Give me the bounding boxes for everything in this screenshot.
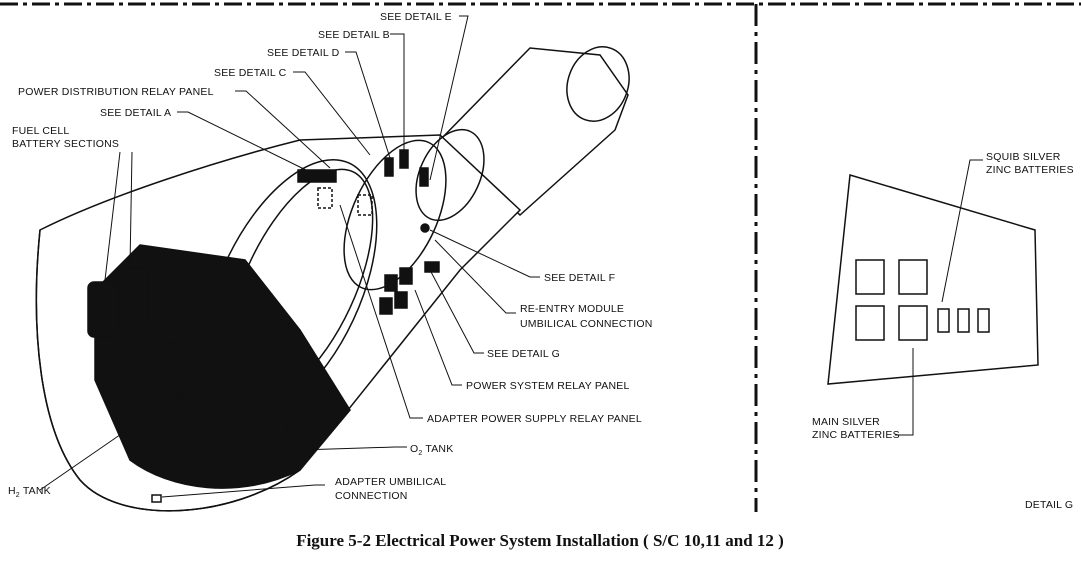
label-fuel-cell-line1: FUEL CELL bbox=[12, 125, 69, 137]
leader-fuel-cell-2 bbox=[129, 151, 133, 267]
reentry-nose bbox=[438, 47, 629, 217]
nose-end-ring bbox=[566, 46, 630, 122]
leader-fuel-cell-1 bbox=[104, 151, 121, 281]
label-see-detail-d: SEE DETAIL D bbox=[267, 47, 340, 59]
power-system-relay-3 bbox=[379, 297, 393, 315]
label-see-detail-a: SEE DETAIL A bbox=[100, 107, 171, 119]
leader-squib-batteries bbox=[941, 159, 983, 303]
spacecraft-drawing bbox=[35, 46, 630, 512]
leader-adapter-power-supply bbox=[339, 204, 423, 419]
detail-g-box bbox=[424, 261, 440, 273]
fuel-cell-section-2 bbox=[117, 267, 149, 329]
label-adapter-power-supply-relay-panel: ADAPTER POWER SUPPLY RELAY PANEL bbox=[427, 413, 642, 425]
adapter-ring-4 bbox=[415, 128, 485, 222]
leader-detail-b bbox=[390, 33, 405, 150]
adapter-umbilical-box bbox=[151, 494, 162, 503]
adapter-base bbox=[35, 229, 301, 512]
power-system-relay-1 bbox=[384, 274, 398, 292]
power-system-relay-4 bbox=[394, 291, 408, 309]
label-o2-tank: O2 TANK bbox=[410, 443, 453, 457]
label-see-detail-e: SEE DETAIL E bbox=[380, 11, 452, 23]
detail-g-leaders bbox=[895, 159, 983, 436]
label-squib-line1: SQUIB SILVER bbox=[986, 151, 1061, 163]
leader-power-distribution bbox=[235, 90, 331, 169]
adapter-ring-3 bbox=[343, 139, 447, 291]
label-fuel-cell-line2: BATTERY SECTIONS bbox=[12, 138, 119, 150]
label-adapter-umbilical-line1: ADAPTER UMBILICAL bbox=[335, 476, 446, 488]
fuel-cell-section-1 bbox=[87, 281, 119, 338]
leader-detail-f bbox=[429, 229, 540, 278]
squib-battery-1 bbox=[937, 308, 950, 333]
leader-detail-g bbox=[429, 269, 484, 354]
leader-main-batteries bbox=[895, 348, 914, 436]
leader-detail-a bbox=[177, 111, 311, 173]
leader-lines bbox=[39, 15, 540, 498]
label-see-detail-c: SEE DETAIL C bbox=[214, 67, 287, 79]
leader-o2-tank bbox=[299, 446, 407, 451]
main-battery-4 bbox=[898, 305, 928, 341]
label-squib-line2: ZINC BATTERIES bbox=[986, 164, 1074, 176]
label-power-system-relay-panel: POWER SYSTEM RELAY PANEL bbox=[466, 380, 630, 392]
main-battery-1 bbox=[855, 259, 885, 295]
label-see-detail-g: SEE DETAIL G bbox=[487, 348, 560, 360]
leader-detail-e bbox=[429, 15, 469, 181]
label-reentry-line2: UMBILICAL CONNECTION bbox=[520, 318, 653, 330]
relay-panel-box bbox=[297, 169, 337, 183]
leader-reentry-umbilical bbox=[434, 239, 516, 314]
power-system-relay-2 bbox=[399, 267, 413, 285]
main-battery-3 bbox=[855, 305, 885, 341]
leader-detail-c bbox=[293, 71, 371, 156]
label-see-detail-f: SEE DETAIL F bbox=[544, 272, 615, 284]
label-main-silver-line2: ZINC BATTERIES bbox=[812, 429, 900, 441]
leader-adapter-umbilical bbox=[161, 484, 325, 498]
squib-battery-2 bbox=[957, 308, 970, 333]
label-see-detail-b: SEE DETAIL B bbox=[318, 29, 390, 41]
leader-h2-tank bbox=[39, 389, 186, 491]
o2-tank-shape bbox=[202, 399, 288, 461]
detail-b-box bbox=[399, 149, 409, 169]
label-reentry-line1: RE-ENTRY MODULE bbox=[520, 303, 624, 315]
leader-detail-d bbox=[345, 51, 391, 159]
label-power-distribution-relay-panel: POWER DISTRIBUTION RELAY PANEL bbox=[18, 86, 214, 98]
main-battery-2 bbox=[898, 259, 928, 295]
label-main-silver-line1: MAIN SILVER bbox=[812, 416, 880, 428]
leader-power-system-relay bbox=[414, 289, 462, 386]
detail-e-box bbox=[419, 167, 429, 187]
detail-c-box bbox=[357, 194, 373, 216]
battery-panel-outline bbox=[827, 174, 1039, 385]
detail-d-box bbox=[384, 157, 394, 177]
h2-tank-shape bbox=[126, 341, 204, 399]
label-h2-tank: H2 TANK bbox=[8, 485, 51, 499]
detail-a-box bbox=[317, 187, 333, 209]
figure-caption: Figure 5-2 Electrical Power System Insta… bbox=[296, 531, 784, 550]
label-detail-g: DETAIL G bbox=[1025, 499, 1073, 511]
squib-battery-3 bbox=[977, 308, 990, 333]
detail-g-drawing bbox=[827, 174, 1039, 385]
label-adapter-umbilical-line2: CONNECTION bbox=[335, 490, 408, 502]
reentry-umbilical bbox=[420, 223, 430, 233]
